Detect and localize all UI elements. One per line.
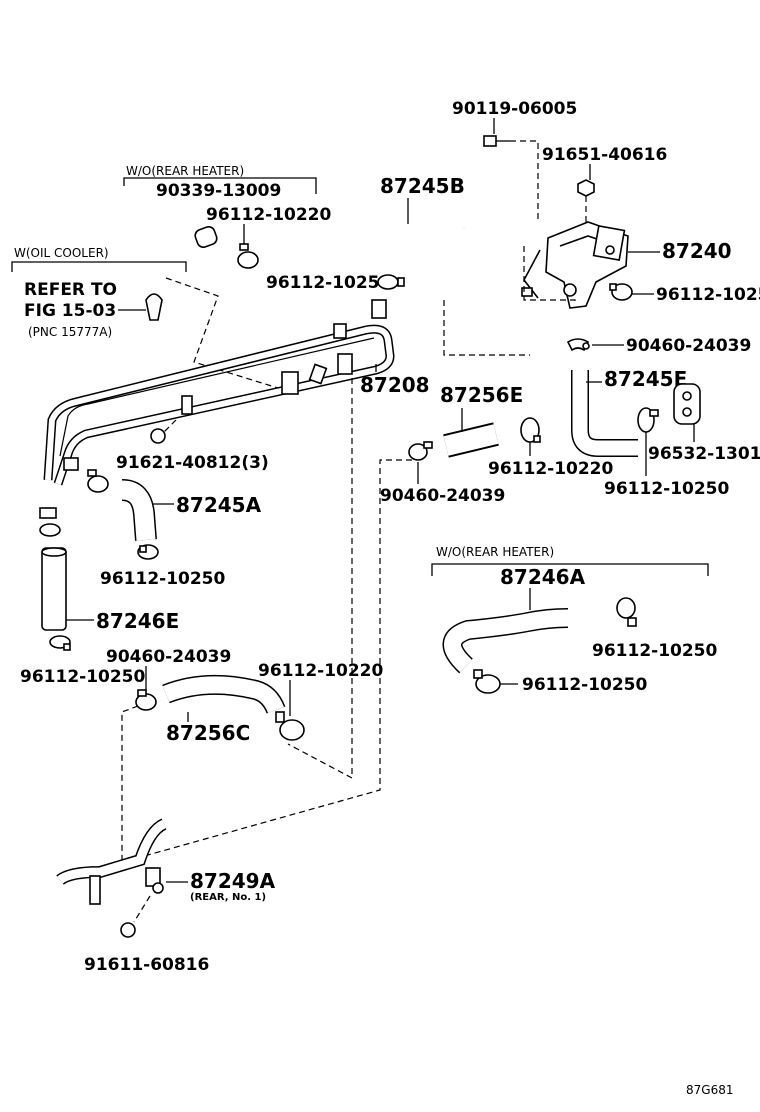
note-pnc: (PNC 15777A) <box>28 325 112 339</box>
clamp-96112-h <box>49 635 71 651</box>
label-87245A: 87245A <box>176 493 262 517</box>
clamp-90460-b <box>408 441 433 461</box>
clamp-96112-k <box>616 597 637 627</box>
note-refer-to: REFER TO <box>24 280 117 300</box>
hose-87246E <box>41 547 67 631</box>
label-87256E: 87256E <box>440 383 523 407</box>
clamp-96112-top <box>237 243 259 269</box>
clamp-96112-e <box>87 469 109 493</box>
hose-87256C <box>162 674 286 714</box>
union-96532 <box>673 383 701 425</box>
bolt-91651 <box>577 179 595 197</box>
label-87249A-note: (REAR, No. 1) <box>190 892 266 903</box>
label-91651-40616: 91651-40616 <box>542 145 667 165</box>
clamp-96112-g <box>39 523 61 537</box>
label-87246A: 87246A <box>500 565 586 589</box>
clamp-96112-f <box>137 544 159 560</box>
heater-valve-87240 <box>521 221 629 309</box>
label-96112-10250-d: 96112-10250 <box>592 641 718 661</box>
label-90460-24039-c: 90460-24039 <box>106 647 231 667</box>
note-w-oil-cooler: W(OIL COOLER) <box>14 246 109 260</box>
label-90460-24039-a: 90460-24039 <box>626 336 751 356</box>
hose-90339-piece <box>194 226 218 248</box>
label-96532-13017: 96532-13017 <box>648 444 760 464</box>
label-96112-1025-b: 96112-1025 <box>266 273 380 293</box>
note-wo-rear-heater-2: W/O(REAR HEATER) <box>436 545 554 559</box>
hose-87245E <box>571 370 638 457</box>
label-87249A: 87249A <box>190 869 276 893</box>
label-87240: 87240 <box>662 239 732 263</box>
label-90460-24039-b: 90460-24039 <box>380 486 505 506</box>
label-96112-10220-top: 96112-10220 <box>206 205 332 225</box>
hose-87246A <box>442 608 569 674</box>
clamp-96112-b <box>377 274 405 290</box>
bolt-90119 <box>483 135 510 147</box>
label-96112-10220-b: 96112-10220 <box>258 661 384 681</box>
label-87245E: 87245E <box>604 367 687 391</box>
oil-cooler-fitting <box>145 293 163 321</box>
clamp-96112-a <box>609 283 633 301</box>
label-96112-10220-a: 96112-10220 <box>488 459 614 479</box>
clamp-96112-j <box>473 669 501 694</box>
label-90119-06005: 90119-06005 <box>452 99 577 119</box>
label-87245B: 87245B <box>380 174 465 198</box>
note-fig: FIG 15-03 <box>24 301 116 321</box>
clamp-96112-i <box>275 711 305 741</box>
label-91611-60816: 91611-60816 <box>84 955 209 975</box>
label-91621-40812: 91621-40812(3) <box>116 453 269 473</box>
clamp-96112-d <box>520 417 541 443</box>
note-wo-rear-heater-1: W/O(REAR HEATER) <box>126 164 244 178</box>
label-87246E: 87246E <box>96 609 179 633</box>
label-96112-1025-a: 96112-1025 <box>656 285 760 305</box>
nut-91611 <box>120 922 136 938</box>
nut-91621 <box>150 428 166 444</box>
clamp-90460-c <box>135 689 157 711</box>
clamp-96112-c <box>637 407 659 433</box>
label-96112-10250-b: 96112-10250 <box>100 569 226 589</box>
label-96112-10250-c: 96112-10250 <box>20 667 146 687</box>
clamp-90460-a <box>566 338 590 352</box>
hose-87256E <box>443 422 499 458</box>
hose-87245A <box>121 479 157 541</box>
pipe-87208 <box>39 299 395 519</box>
label-87208: 87208 <box>360 373 430 397</box>
figure-id: 87G681 <box>686 1083 733 1097</box>
label-96112-10250-e: 96112-10250 <box>522 675 648 695</box>
label-87256C: 87256C <box>166 721 250 745</box>
label-90339-13009: 90339-13009 <box>156 181 281 201</box>
pipe-87249A <box>56 818 167 905</box>
hose-87245B <box>384 218 506 277</box>
label-96112-10250-a: 96112-10250 <box>604 479 730 499</box>
